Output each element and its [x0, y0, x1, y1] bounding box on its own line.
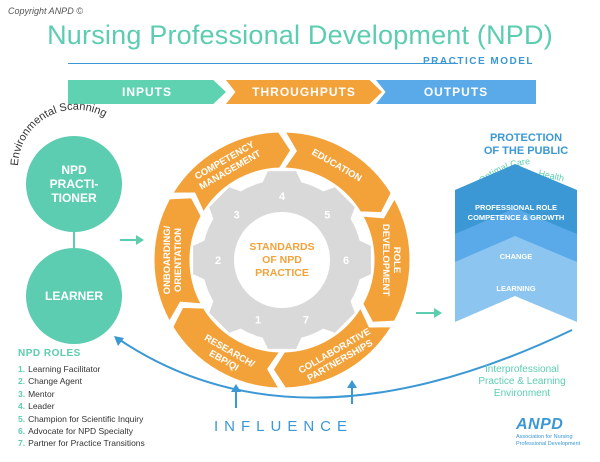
change-label: CHANGE: [500, 252, 533, 261]
learner-label: LEARNER: [44, 289, 103, 303]
gear-number: 6: [343, 255, 349, 267]
gear-number: 1: [255, 314, 261, 326]
outputs-label: OUTPUTS: [423, 85, 489, 99]
gear-number: 5: [324, 210, 330, 222]
copyright-notice: Copyright ANPD ©: [8, 6, 83, 16]
gear-center-hole: [234, 212, 330, 308]
standards-label: OF NPD: [262, 254, 302, 266]
role-item: 1.Learning Facilitator: [18, 364, 101, 374]
page-subtitle: PRACTICE MODEL: [423, 56, 534, 67]
interprof-line3: Environment: [493, 388, 551, 399]
npd-practitioner-circle: NPD PRACTI- TIONER: [26, 136, 122, 232]
wheel-segment: [153, 197, 203, 323]
standards-label: STANDARDS: [249, 241, 314, 253]
npd-practitioner-line1: NPD: [61, 163, 87, 177]
gear-number: 4: [279, 191, 286, 203]
outputs-band: OUTPUTS: [376, 80, 536, 104]
npd-roles-list: 1.Learning Facilitator 2.Change Agent 3.…: [18, 363, 145, 450]
wheel-segment: [361, 197, 411, 323]
inputs-label: INPUTS: [121, 85, 172, 99]
wheel-segment: [172, 306, 281, 389]
wheel-segment: [272, 307, 393, 389]
wheel-segment-label: ORIENTATION: [173, 228, 184, 292]
anpd-logo: ANPD Association for Nursing Professiona…: [516, 416, 596, 448]
inputs-band: INPUTS: [68, 80, 226, 104]
gear-number: 3: [234, 210, 240, 222]
interprof-line1: Interprofessional: [485, 364, 559, 375]
influence-up-arrowhead-left: [231, 384, 241, 392]
learner-circle: LEARNER: [26, 248, 122, 344]
logo-line2: Professional Development: [516, 441, 581, 447]
npd-roles-title: NPD ROLES: [18, 348, 81, 359]
influence-up-arrowhead-right: [347, 380, 357, 388]
gear-number: 2: [215, 255, 221, 267]
page-title: Nursing Professional Development (NPD): [47, 20, 553, 50]
interprof-line2: Practice & Learning: [478, 376, 566, 387]
protection-of-public-label: PROTECTION OF THE PUBLIC: [466, 132, 586, 158]
influence-arrowhead: [114, 336, 124, 346]
logo-mark: ANPD: [516, 416, 564, 433]
inputs-arrowhead: [136, 235, 144, 245]
protection-line2: OF THE PUBLIC: [483, 145, 569, 157]
wheel-segment: [171, 131, 292, 213]
npd-practitioner-line2: PRACTI-: [49, 177, 99, 191]
protection-line1: PROTECTION: [489, 132, 563, 144]
title-divider: [68, 63, 458, 64]
throughputs-label: THROUGHPUTS: [252, 85, 356, 99]
influence-label: INFLUENCE: [214, 418, 354, 435]
logo-line1: Association for Nursing: [516, 434, 573, 440]
competence-label-2: COMPETENCE & GROWTH: [468, 213, 565, 222]
role-item: 6.Advocate for NPD Specialty: [18, 426, 133, 437]
role-item: 7.Partner for Practice Transitions: [18, 438, 145, 449]
outputs-arrowhead: [434, 308, 442, 318]
wheel-segment-label: DEVELOPMENT: [380, 224, 391, 297]
interprofessional-environment-label: Interprofessional Practice & Learning En…: [452, 364, 592, 400]
learning-chevron: [455, 236, 577, 322]
npd-practitioner-line3: TIONER: [51, 191, 97, 205]
throughputs-band: THROUGHPUTS: [226, 80, 382, 104]
standards-label: PRACTICE: [255, 267, 309, 279]
role-item: 4.Leader: [18, 401, 55, 412]
competence-label-1: PROFESSIONAL ROLE: [475, 203, 557, 212]
role-item: 2.Change Agent: [18, 376, 82, 387]
wheel-segment: [283, 131, 392, 214]
wheel-segment-label: ROLE: [391, 247, 402, 273]
learning-label: LEARNING: [496, 284, 535, 293]
role-item: 5.Champion for Scientific Inquiry: [18, 413, 144, 424]
gear-number: 7: [303, 314, 309, 326]
influence-arc: [119, 329, 573, 399]
role-item: 3.Mentor: [18, 388, 55, 399]
wheel-segment-label: ONBOARDING/: [162, 225, 173, 294]
